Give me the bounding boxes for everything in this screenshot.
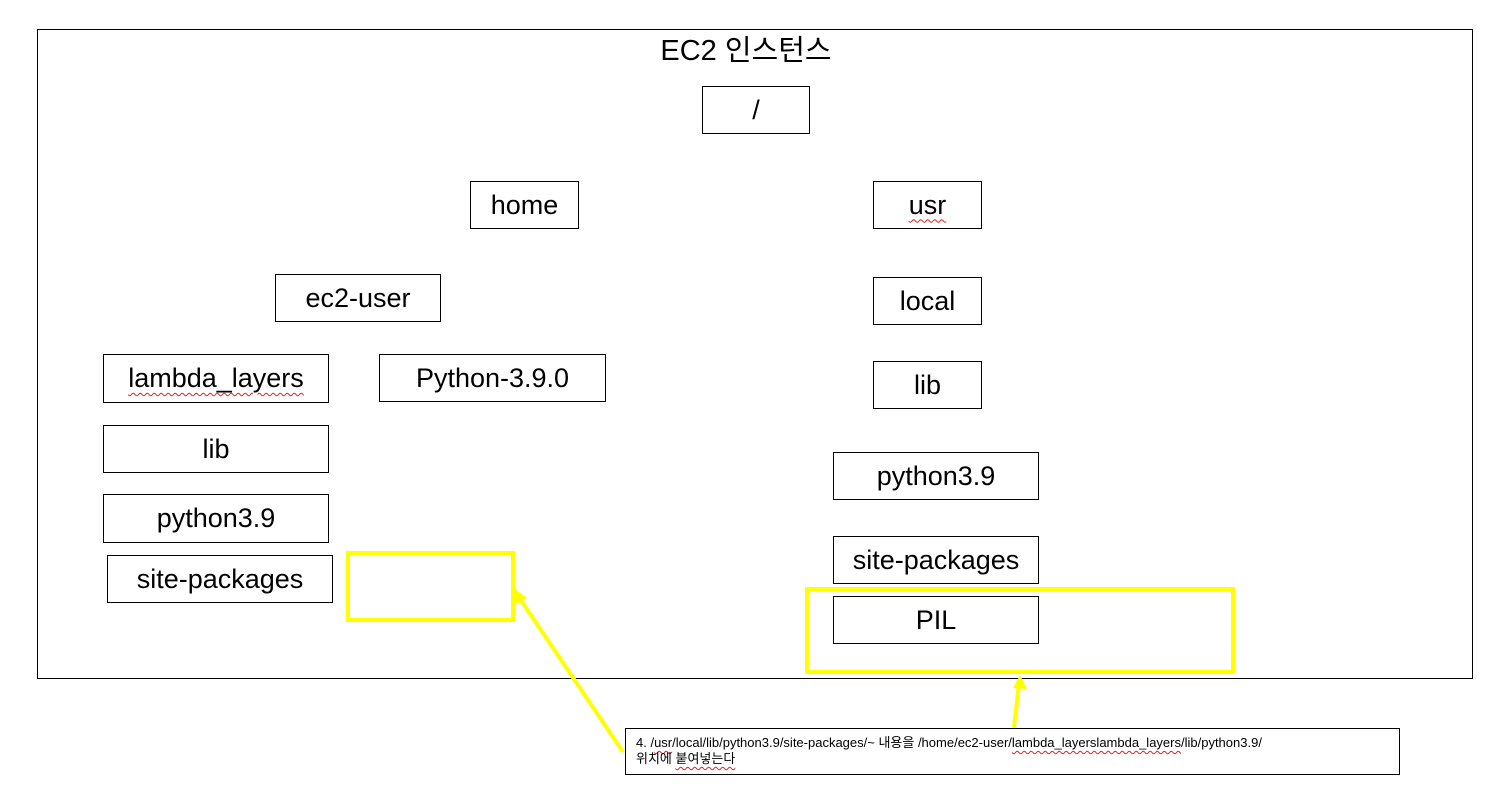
instruction-note: 4. /usr/local/lib/python3.9/site-package… [625,728,1400,775]
note-layers: lambda_layerslambda_layers [1011,735,1181,750]
left-python-label: python3.9 [156,503,276,533]
note-mid2: /lib/python3.9/ [1180,735,1262,750]
home-label: home [490,189,559,220]
note-mid1: /local/lib/python3.9/site-packages/~ 내용을… [672,735,1012,750]
copy-source-highlight [805,587,1235,674]
note-line2-b: 붙여넣는다 [675,751,736,766]
python-source-label: Python-3.9.0 [415,362,570,393]
right-site-packages-label: site-packages [852,544,1020,575]
pil-label: PIL [915,604,957,635]
left-site-packages-node: site-packages [107,555,333,603]
left-lib-label: lib [202,433,230,464]
right-site-packages-node: site-packages [833,536,1039,584]
note-prefix: 4. / [636,735,655,750]
note-line-2: 위치에 붙여넣는다 [636,751,1399,767]
lambda-layers-node: lambda_layers [103,354,329,403]
arrow-head-copy [1013,675,1027,689]
root-label: / [752,94,760,125]
root-node: / [702,86,810,134]
pil-node: PIL [833,596,1039,644]
right-python-label: python3.9 [876,460,996,491]
note-usr: usr [654,735,673,750]
local-node: local [873,277,982,325]
left-lib-node: lib [103,425,329,473]
note-line-1: 4. /usr/local/lib/python3.9/site-package… [636,735,1399,751]
usr-node: usr [873,181,982,229]
lambda-layers-label: lambda_layers [128,363,304,393]
left-site-packages-label: site-packages [136,563,304,594]
python-source-node: Python-3.9.0 [379,354,606,402]
right-lib-node: lib [873,361,982,409]
ec2-user-node: ec2-user [275,274,441,322]
home-node: home [470,181,579,229]
left-python-node: python3.9 [103,494,329,543]
arrow-to-paste-target [516,594,625,754]
right-python-node: python3.9 [833,452,1039,500]
right-lib-label: lib [913,369,941,400]
note-line2-a: 위치에 [636,751,676,766]
diagram-title: EC2 인스턴스 [660,35,832,67]
ec2-instance-frame [37,29,1473,679]
usr-label: usr [908,189,947,220]
ec2-user-label: ec2-user [305,282,411,313]
paste-target-highlight [346,551,515,622]
arrow-head-paste [512,587,527,604]
arrow-to-copy-source [1012,683,1021,728]
local-label: local [899,285,956,316]
